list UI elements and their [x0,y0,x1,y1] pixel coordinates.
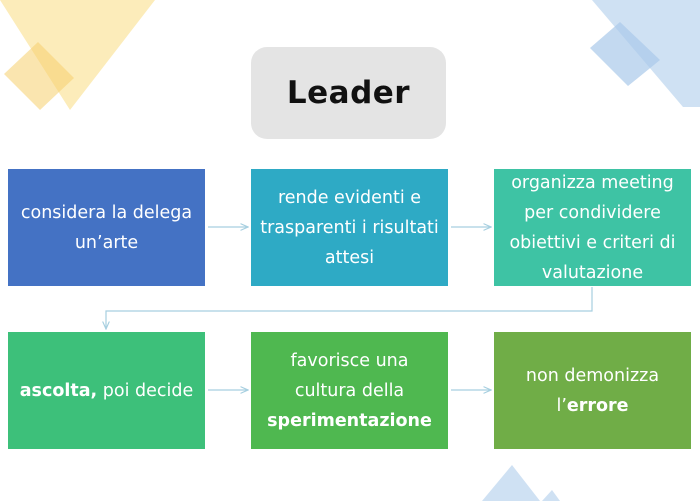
node-ascolta: ascolta, poi decide [8,332,205,449]
node-text-part: favorisce una cultura della [290,350,409,401]
node-text: considera la delega un’arte [16,198,197,258]
node-text: rende evidenti e trasparenti i risultati… [259,183,440,273]
title-box: Leader [251,47,446,139]
node-sperimentazione: favorisce una cultura della sperimentazi… [251,332,448,449]
node-meeting: organizza meeting per condividere obiett… [494,169,691,286]
node-text-bold: ascolta, [19,380,98,401]
node-text: ascolta, poi decide [20,376,194,406]
node-text-part: rende evidenti e trasparenti i risultati… [260,187,439,268]
node-delega: considera la delega un’arte [8,169,205,286]
deco-blue-diamond [590,22,660,86]
node-text: non demonizza l’errore [502,361,683,421]
node-text-part: considera la delega un’arte [20,202,193,253]
node-text: organizza meeting per condividere obiett… [502,168,683,288]
node-text-bold: sperimentazione [267,410,432,431]
node-risultati: rende evidenti e trasparenti i risultati… [251,169,448,286]
diagram-title: Leader [286,75,411,111]
node-text-bold: errore [566,395,629,416]
node-text: favorisce una cultura della sperimentazi… [259,346,440,436]
node-text-part: poi decide [97,380,194,401]
node-text-part: organizza meeting per condividere obiett… [509,172,676,283]
node-errore: non demonizza l’errore [494,332,691,449]
node-text-part: non demonizza l’ [525,365,660,416]
deco-blue-triangle-small [542,490,560,501]
deco-yellow-triangle-large [0,0,155,110]
deco-yellow-diamond [4,42,74,110]
deco-blue-triangle-bottom [482,465,540,501]
